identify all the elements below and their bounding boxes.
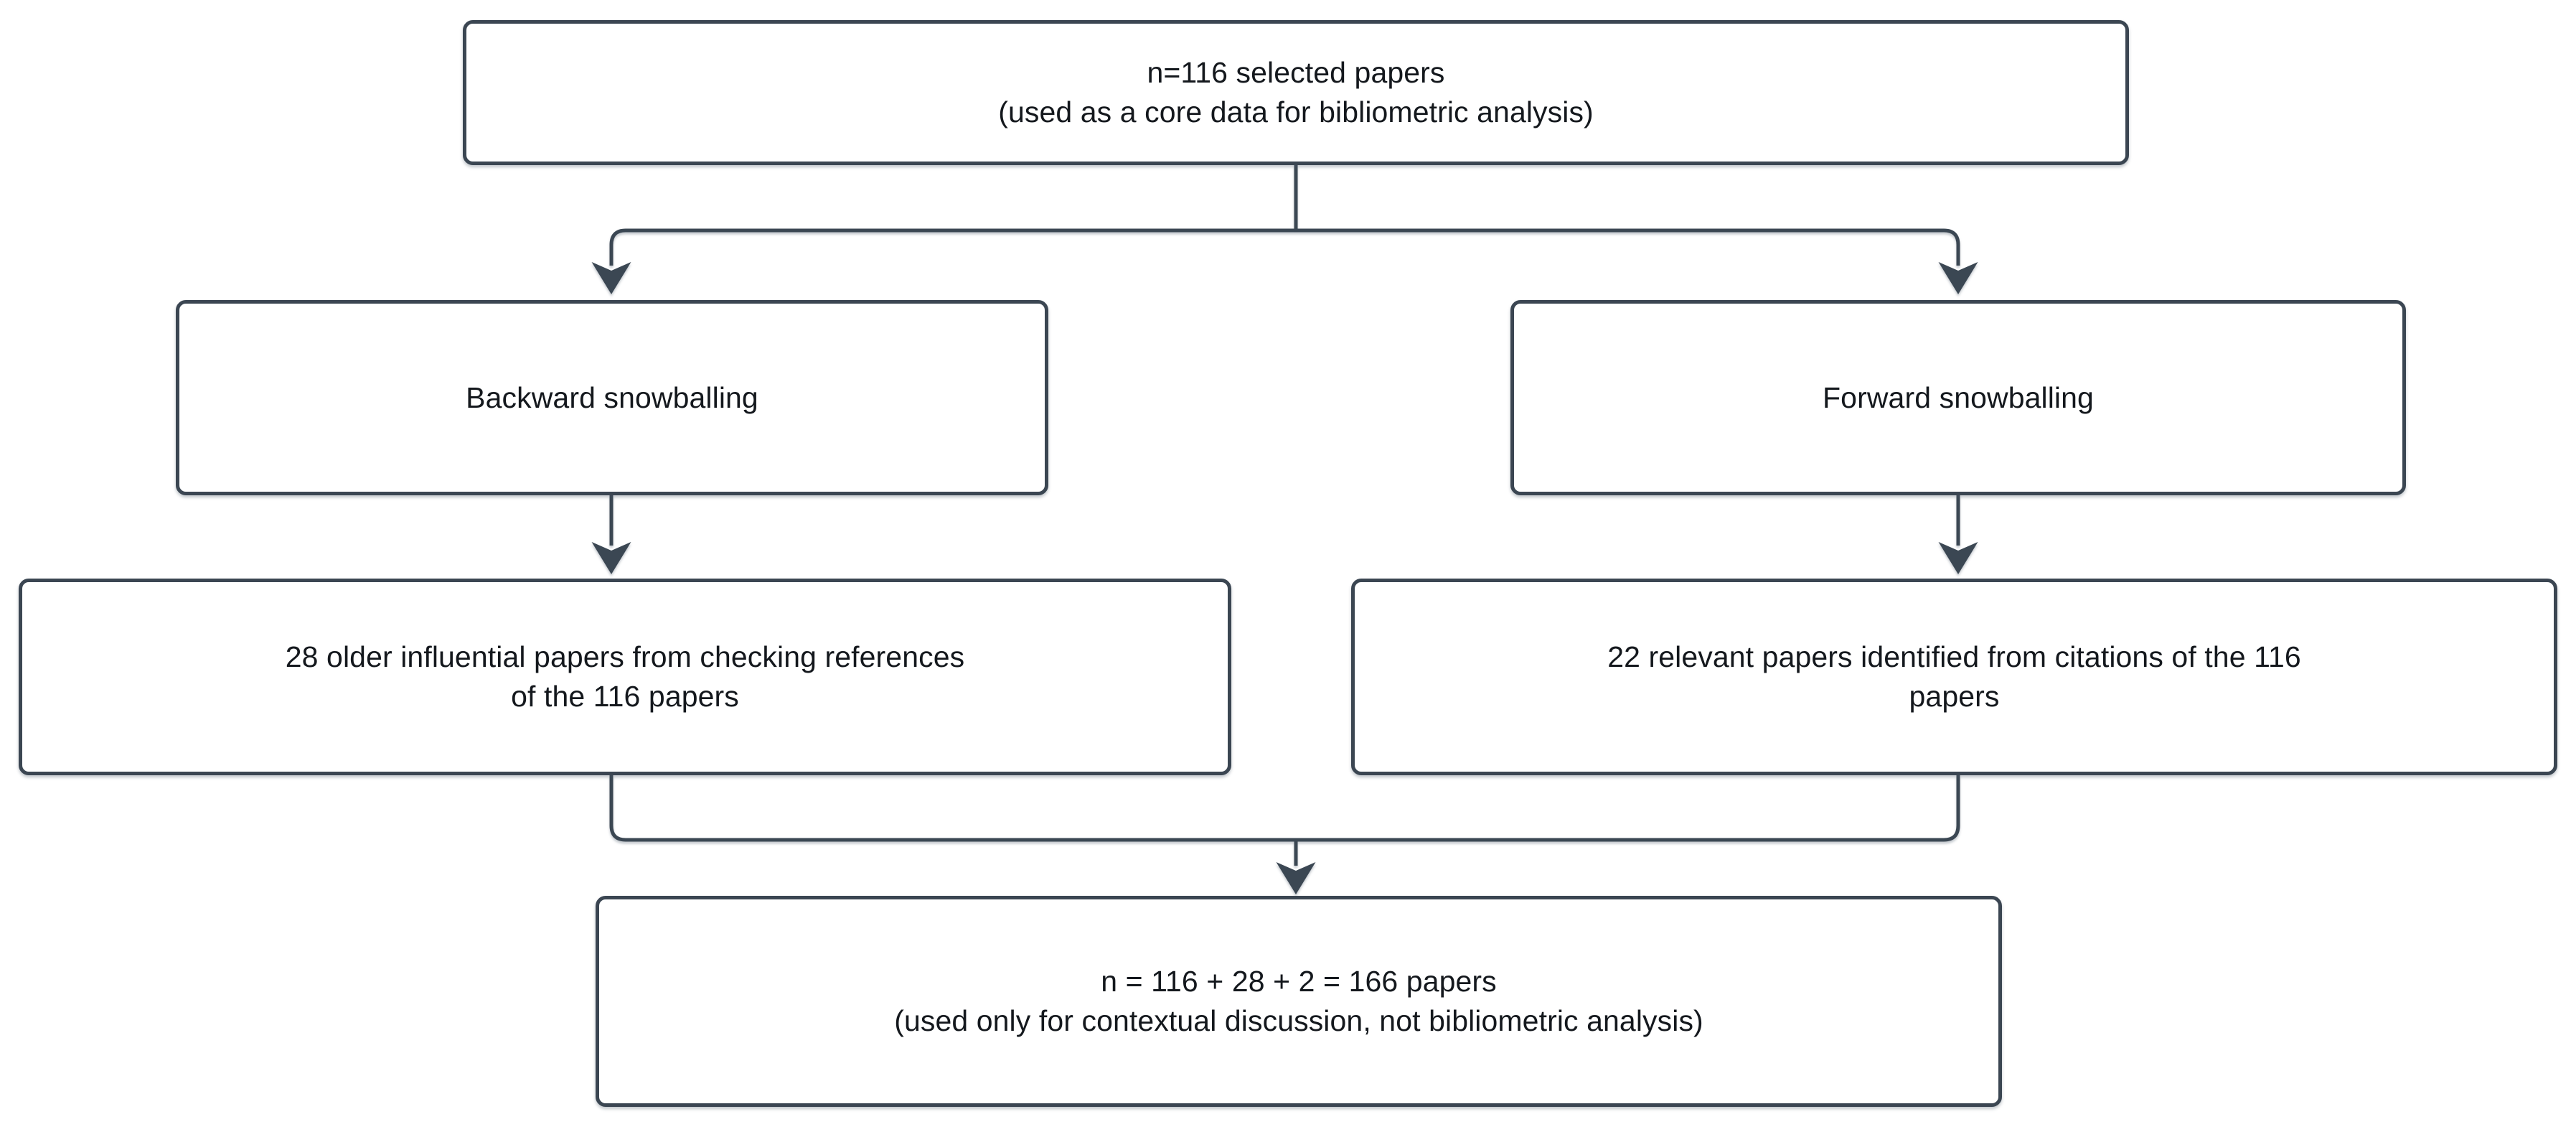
node-backward-snowballing-label: Backward snowballing: [466, 380, 758, 414]
node-forward-result-label: 22 relevant papers identified from citat…: [1607, 640, 2301, 713]
node-forward-result[interactable]: 22 relevant papers identified from citat…: [1351, 579, 2557, 775]
node-total-papers-label: n = 116 + 28 + 2 = 166 papers (used only…: [894, 965, 1703, 1037]
node-core-papers[interactable]: n=116 selected papers (used as a core da…: [463, 20, 2129, 165]
node-forward-snowballing-label: Forward snowballing: [1823, 380, 2094, 414]
node-backward-result[interactable]: 28 older influential papers from checkin…: [19, 579, 1231, 775]
node-backward-snowballing[interactable]: Backward snowballing: [176, 300, 1048, 495]
connector-core-to-backward: [591, 228, 1296, 294]
node-backward-result-label: 28 older influential papers from checkin…: [285, 640, 965, 713]
node-core-papers-label: n=116 selected papers (used as a core da…: [998, 56, 1594, 128]
connector-backward-result-to-merge: [609, 775, 1296, 842]
connector-forward-result-to-merge: [1296, 775, 1960, 842]
node-total-papers[interactable]: n = 116 + 28 + 2 = 166 papers (used only…: [596, 896, 2002, 1107]
connector-core-to-forward: [1296, 228, 1978, 294]
node-forward-snowballing[interactable]: Forward snowballing: [1510, 300, 2406, 495]
